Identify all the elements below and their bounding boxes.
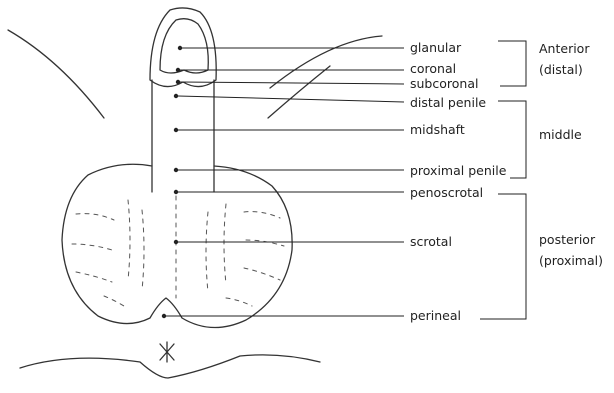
group-anterior-line1: Anterior bbox=[539, 41, 590, 56]
midshaft-point bbox=[174, 128, 178, 132]
label-distal-penile: distal penile bbox=[410, 95, 486, 110]
right-thigh-outline bbox=[270, 36, 382, 88]
label-penoscrotal: penoscrotal bbox=[410, 185, 483, 200]
distal-penile-point bbox=[174, 94, 178, 98]
label-midshaft: midshaft bbox=[410, 122, 465, 137]
glanular-point bbox=[178, 46, 182, 50]
label-perineal: perineal bbox=[410, 308, 461, 323]
label-subcoronal: subcoronal bbox=[410, 76, 478, 91]
right-scrotal-rugae bbox=[206, 204, 284, 306]
right-groin-line bbox=[268, 66, 330, 118]
anterior-bracket bbox=[498, 41, 526, 86]
label-proximal-penile: proximal penile bbox=[410, 163, 507, 178]
group-posterior-line2: (proximal) bbox=[539, 253, 603, 268]
left-thigh-outline bbox=[8, 30, 104, 118]
scrotum-outline bbox=[62, 164, 292, 327]
label-scrotal: scrotal bbox=[410, 234, 452, 249]
glans-outline bbox=[150, 8, 216, 87]
buttock-outline bbox=[20, 355, 320, 378]
glans-inner-outline bbox=[160, 19, 208, 73]
label-glanular: glanular bbox=[410, 40, 462, 55]
penoscrotal-point bbox=[174, 190, 178, 194]
subcoronal-point bbox=[176, 80, 180, 84]
group-middle: middle bbox=[539, 127, 582, 142]
label-coronal: coronal bbox=[410, 61, 456, 76]
group-posterior-line1: posterior bbox=[539, 232, 596, 247]
proximal-penile-point bbox=[174, 168, 178, 172]
coronal-point bbox=[176, 68, 180, 72]
anus-marker bbox=[160, 342, 174, 362]
perineal-point bbox=[162, 314, 166, 318]
posterior-bracket bbox=[480, 194, 526, 319]
left-scrotal-rugae bbox=[72, 200, 144, 306]
scrotal-point bbox=[174, 240, 178, 244]
group-anterior-line2: (distal) bbox=[539, 62, 583, 77]
distal-penile-leader bbox=[178, 96, 404, 102]
